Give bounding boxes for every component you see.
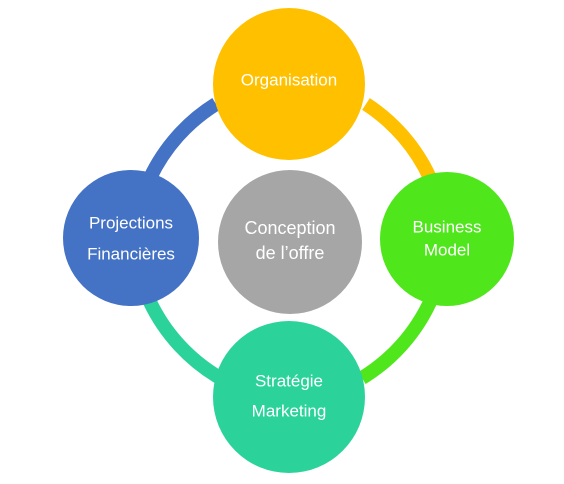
node-center-label-line2: de l’offre — [256, 243, 325, 263]
node-strategie-marketing-circle — [213, 321, 365, 473]
node-business-model-label-line1: Business — [413, 217, 482, 236]
node-strategie-marketing-label-line1: Stratégie — [255, 371, 323, 390]
connector-bottom-left — [143, 298, 224, 385]
node-business-model: Business Model — [380, 172, 514, 306]
node-center: Conception de l’offre — [218, 170, 362, 314]
node-business-model-label-line2: Model — [424, 240, 470, 259]
node-business-model-circle — [380, 172, 514, 306]
node-projections-financieres-label-line2: Financières — [87, 244, 175, 263]
node-center-circle — [218, 170, 362, 314]
connector-right-bottom — [358, 298, 437, 384]
node-strategie-marketing: Stratégie Marketing — [213, 321, 365, 473]
node-center-label-line1: Conception — [244, 218, 335, 238]
connector-left-top — [143, 98, 220, 182]
node-organisation: Organisation — [213, 8, 365, 160]
node-projections-financieres: Projections Financières — [63, 170, 199, 306]
connector-top-right — [362, 98, 437, 182]
node-projections-financieres-circle — [63, 170, 199, 306]
node-strategie-marketing-label-line2: Marketing — [252, 401, 327, 420]
node-organisation-label: Organisation — [241, 70, 337, 89]
node-projections-financieres-label-line1: Projections — [89, 213, 173, 232]
node-organisation-circle — [213, 8, 365, 160]
